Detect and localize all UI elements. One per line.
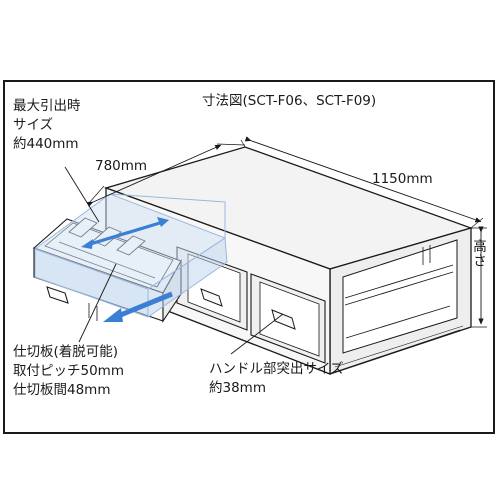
leader-handle: [230, 313, 284, 355]
handle-label-line2: 約38mm: [209, 380, 266, 396]
diagram-title: 寸法図(SCT-F06、SCT-F09): [202, 93, 377, 109]
handle-label-line1: ハンドル部突出サイズ: [209, 361, 344, 377]
drawer-handle: [46, 286, 69, 304]
pull-out-arrow: [112, 291, 173, 321]
divider-label-line3: 仕切板間48mm: [13, 382, 111, 398]
width-dimension-label: 1150mm: [372, 171, 433, 187]
max-draw-label-line2: サイズ: [13, 117, 54, 133]
diagram-frame: 寸法図(SCT-F06、SCT-F09) 最大引出時 サイズ 約440mm 78…: [3, 80, 495, 434]
divider-label-line1: 仕切板(着脱可能): [13, 344, 119, 360]
max-draw-label-line1: 最大引出時: [13, 98, 81, 114]
leader-divider: [78, 263, 117, 343]
right-opening: [342, 239, 458, 354]
leader-max-draw: [64, 166, 100, 223]
depth-dimension-label: 780mm: [95, 158, 148, 174]
divider-pitch-arrow: [86, 220, 164, 247]
cabinet-drawing: [32, 136, 487, 375]
divider-label-line2: 取付ピッチ50mm: [13, 363, 124, 379]
max-draw-label-line3: 約440mm: [13, 136, 79, 152]
depth-dim-line: [86, 144, 222, 207]
width-dim-line: [244, 136, 482, 223]
height-dimension-label: 高さ: [470, 239, 486, 268]
handle-middle: [271, 309, 296, 330]
